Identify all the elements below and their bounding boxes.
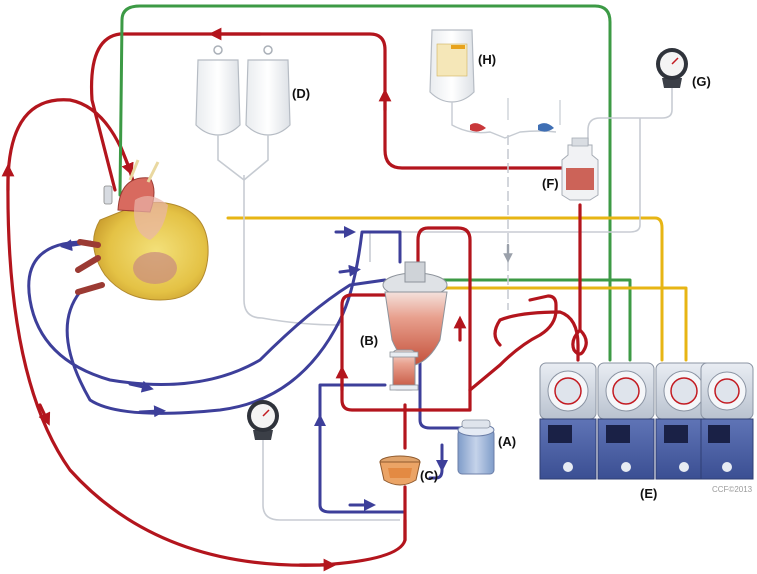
heart-illustration: [75, 159, 209, 301]
cardiotomy-reservoir: [457, 419, 495, 475]
suction-line: [318, 383, 407, 514]
pressure-line-g: [587, 85, 673, 145]
vent-line-2: [420, 286, 688, 362]
pressure-line-g-2: [369, 118, 641, 262]
priming-solution-bags: [195, 45, 291, 182]
roller-pump-1: [539, 362, 597, 480]
pressure-gauge-left: [247, 400, 279, 440]
roller-pump-4: [700, 362, 754, 480]
vent-line: [226, 216, 664, 362]
venous-arrow-2: [128, 380, 154, 393]
cardioplegia-manifold-2: [493, 310, 580, 362]
roller-pump-console: [539, 362, 754, 480]
pressure-gauge-g: [656, 48, 688, 88]
venous-line-1: [27, 240, 387, 386]
cardioplegia-manifold: [468, 294, 558, 392]
copyright-text: CCF©2013: [712, 485, 753, 494]
arterial-line-filter: [379, 455, 421, 486]
cardioplegia-branch: [420, 278, 632, 362]
label-e: (E): [640, 486, 657, 501]
label-g: (G): [692, 74, 711, 89]
cardioplegia-solution-bag: [429, 29, 561, 139]
venous-reservoir-oxygenator: [382, 261, 448, 391]
label-b: (B): [360, 333, 378, 348]
oxygenator-loop: [340, 226, 472, 412]
label-f: (F): [542, 176, 559, 191]
label-h: (H): [478, 52, 496, 67]
label-c: (C): [420, 468, 438, 483]
arterial-return-top-line: [89, 32, 580, 192]
arterial-arrow-4: [38, 403, 51, 426]
pressure-line-left: [262, 440, 400, 521]
cardioplegia-heat-exchanger: [561, 137, 599, 201]
priming-line: [243, 175, 341, 326]
roller-pump-2: [597, 362, 655, 480]
label-d: (D): [292, 86, 310, 101]
venous-arrow-3: [138, 405, 166, 418]
label-a: (A): [498, 434, 516, 449]
sucker-line: [418, 358, 464, 430]
roller-pump-3: [655, 362, 713, 480]
venous-arrow-5: [338, 264, 361, 277]
cardioplegia-line: [118, 4, 612, 362]
venous-arrow-1: [60, 239, 82, 252]
